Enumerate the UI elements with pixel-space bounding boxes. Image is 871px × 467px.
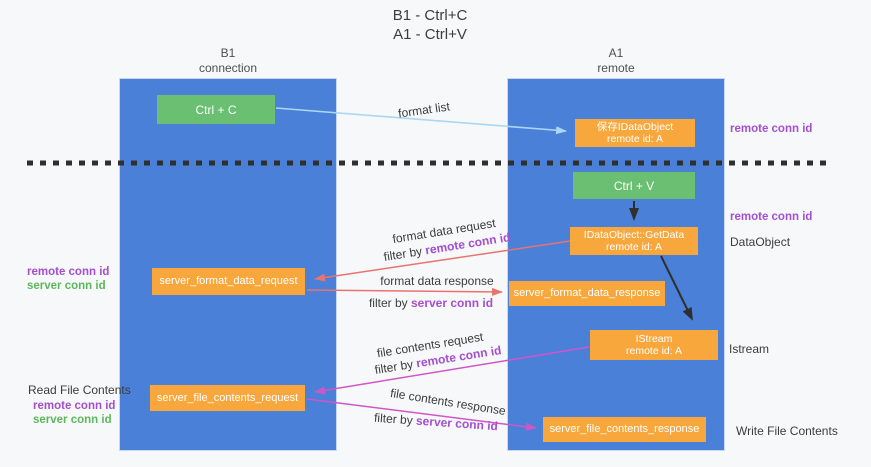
left-label-read-file-contents: Read File Contents [28, 383, 131, 397]
edge-label-filter-by-server-conn-id-1: filter by server conn id [369, 296, 493, 310]
lane-a1-name: A1 [608, 46, 624, 60]
left-label-remote-conn-id-bottom: remote conn id [33, 400, 116, 412]
right-label-remote-conn-id-top: remote conn id [730, 123, 813, 135]
node-server-format-data-response: server_format_data_response [509, 281, 665, 306]
edge-label-format-list: format list [397, 99, 450, 120]
server-format-data-response-label: server_format_data_response [513, 287, 661, 299]
format-data-response-text: format data response [380, 274, 494, 288]
node-server-file-contents-request: server_file_contents_request [150, 385, 305, 411]
save-idataobject-line2: remote id: A [606, 133, 664, 145]
filter-prefix-1: filter by [382, 243, 427, 264]
node-server-format-data-request: server_format_data_request [152, 268, 305, 295]
diagram-title: B1 - Ctrl+C A1 - Ctrl+V [280, 6, 580, 44]
lane-header-b1: B1 connection [119, 46, 337, 76]
format-list-text: format list [397, 99, 451, 121]
istream-line2: remote id: A [625, 345, 683, 357]
server-file-contents-response-label: server_file_contents_response [549, 423, 700, 435]
ctrl-c-label: Ctrl + C [195, 102, 237, 117]
right-label-write-file-contents: Write File Contents [736, 424, 838, 438]
filter-prefix-4: filter by [373, 410, 417, 428]
getdata-line1: IDataObject::GetData [583, 228, 685, 241]
server-conn-id-key-2: server conn id [415, 413, 499, 434]
right-label-dataobject: DataObject [730, 235, 791, 249]
ctrl-v-label: Ctrl + V [613, 178, 655, 193]
edge-label-format-data-response: format data response [380, 274, 493, 288]
node-ctrl-c: Ctrl + C [157, 95, 275, 124]
server-format-data-request-label: server_format_data_request [159, 275, 298, 287]
server-file-contents-request-label: server_file_contents_request [156, 391, 299, 404]
right-label-istream: Istream [729, 342, 770, 356]
node-save-idataobject: 保存IDataObject remote id: A [575, 119, 695, 147]
left-label-server-conn-id-top: server conn id [27, 280, 106, 292]
server-conn-id-key-1: server conn id [410, 296, 494, 310]
left-label-remote-conn-id-top: remote conn id [27, 266, 110, 278]
istream-line1: IStream [635, 332, 673, 345]
lane-b1-subtitle: connection [198, 61, 258, 75]
node-ctrl-v: Ctrl + V [573, 172, 695, 199]
node-server-file-contents-response: server_file_contents_response [543, 417, 706, 442]
title-line-a1: A1 - Ctrl+V [393, 26, 467, 43]
left-label-server-conn-id-bottom: server conn id [33, 414, 112, 426]
filter-prefix-2: filter by [368, 296, 411, 310]
node-idataobject-getdata: IDataObject::GetData remote id: A [570, 227, 698, 255]
save-idataobject-line1: 保存IDataObject [596, 120, 674, 133]
node-istream: IStream remote id: A [590, 330, 718, 360]
getdata-line2: remote id: A [605, 241, 663, 253]
title-line-b1: B1 - Ctrl+C [392, 7, 468, 24]
right-label-remote-conn-id-mid: remote conn id [730, 211, 813, 223]
lane-header-a1: A1 remote [507, 46, 725, 76]
lane-a1-subtitle: remote [597, 61, 635, 75]
lane-b1-name: B1 [220, 46, 236, 60]
